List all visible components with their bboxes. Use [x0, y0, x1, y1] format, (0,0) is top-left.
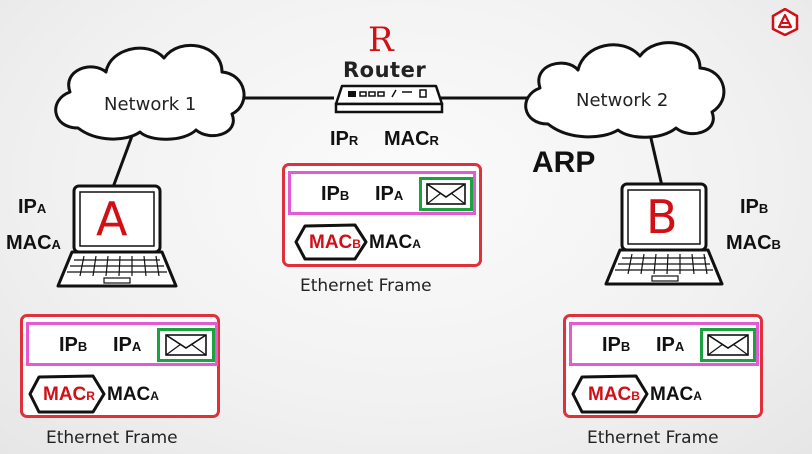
frame-caption-center: Ethernet Frame [300, 276, 432, 296]
envelope-icon [165, 334, 207, 356]
host-a-mac: MACA [6, 232, 61, 254]
host-a-ip: IPA [18, 196, 47, 218]
laptop-icon [56, 184, 178, 288]
dst-ip: IPB [321, 183, 350, 205]
src-mac: MACA [650, 384, 702, 405]
dst-mac: MACR [43, 384, 95, 405]
frame-caption-left: Ethernet Frame [46, 428, 178, 448]
router-mac: MACR [384, 128, 439, 150]
dst-mac: MACB [588, 384, 640, 405]
dst-ip: IPB [602, 334, 631, 356]
src-mac: MACA [369, 232, 421, 253]
ip-header-row: IPB IPA [288, 171, 476, 215]
host-b-letter: B [646, 190, 678, 244]
network-1-label: Network 1 [104, 94, 197, 115]
network-2-label: Network 2 [576, 90, 669, 111]
ip-header-row: IPB IPA [569, 322, 759, 366]
frame-caption-right: Ethernet Frame [587, 428, 719, 448]
payload-envelope [700, 328, 756, 362]
ip-header-row: IPB IPA [26, 322, 218, 366]
cloud-icon [524, 41, 726, 139]
dst-mac-highlight [28, 374, 106, 414]
logo-icon [771, 7, 799, 37]
router-icon [334, 84, 444, 114]
host-b-mac: MACB [726, 232, 781, 254]
router-label: Router [343, 58, 427, 82]
dst-mac-highlight [294, 223, 368, 261]
envelope-icon [707, 334, 749, 356]
link-network1-laptop-a [110, 135, 134, 191]
router-ip: IPR [330, 128, 359, 150]
dst-mac-highlight [571, 374, 649, 414]
src-ip: IPA [113, 334, 142, 356]
ethernet-frame-center: IPB IPA MACB MACA [282, 163, 482, 267]
ethernet-frame-left: IPB IPA MACR MACA [20, 314, 220, 418]
link-network2-laptop-b [648, 133, 664, 187]
laptop-icon [604, 182, 724, 286]
src-ip: IPA [656, 334, 685, 356]
dst-ip: IPB [59, 334, 88, 356]
payload-envelope [157, 328, 215, 362]
payload-envelope [419, 177, 473, 211]
host-b-ip: IPB [740, 196, 769, 218]
arp-label: ARP [532, 146, 596, 179]
router-letter: R [368, 20, 394, 60]
envelope-icon [426, 183, 466, 205]
host-a-letter: A [96, 192, 128, 246]
ethernet-frame-right: IPB IPA MACB MACA [563, 314, 763, 418]
src-ip: IPA [375, 183, 404, 205]
src-mac: MACA [107, 384, 159, 405]
dst-mac: MACB [309, 232, 361, 253]
cloud-icon [54, 43, 246, 141]
